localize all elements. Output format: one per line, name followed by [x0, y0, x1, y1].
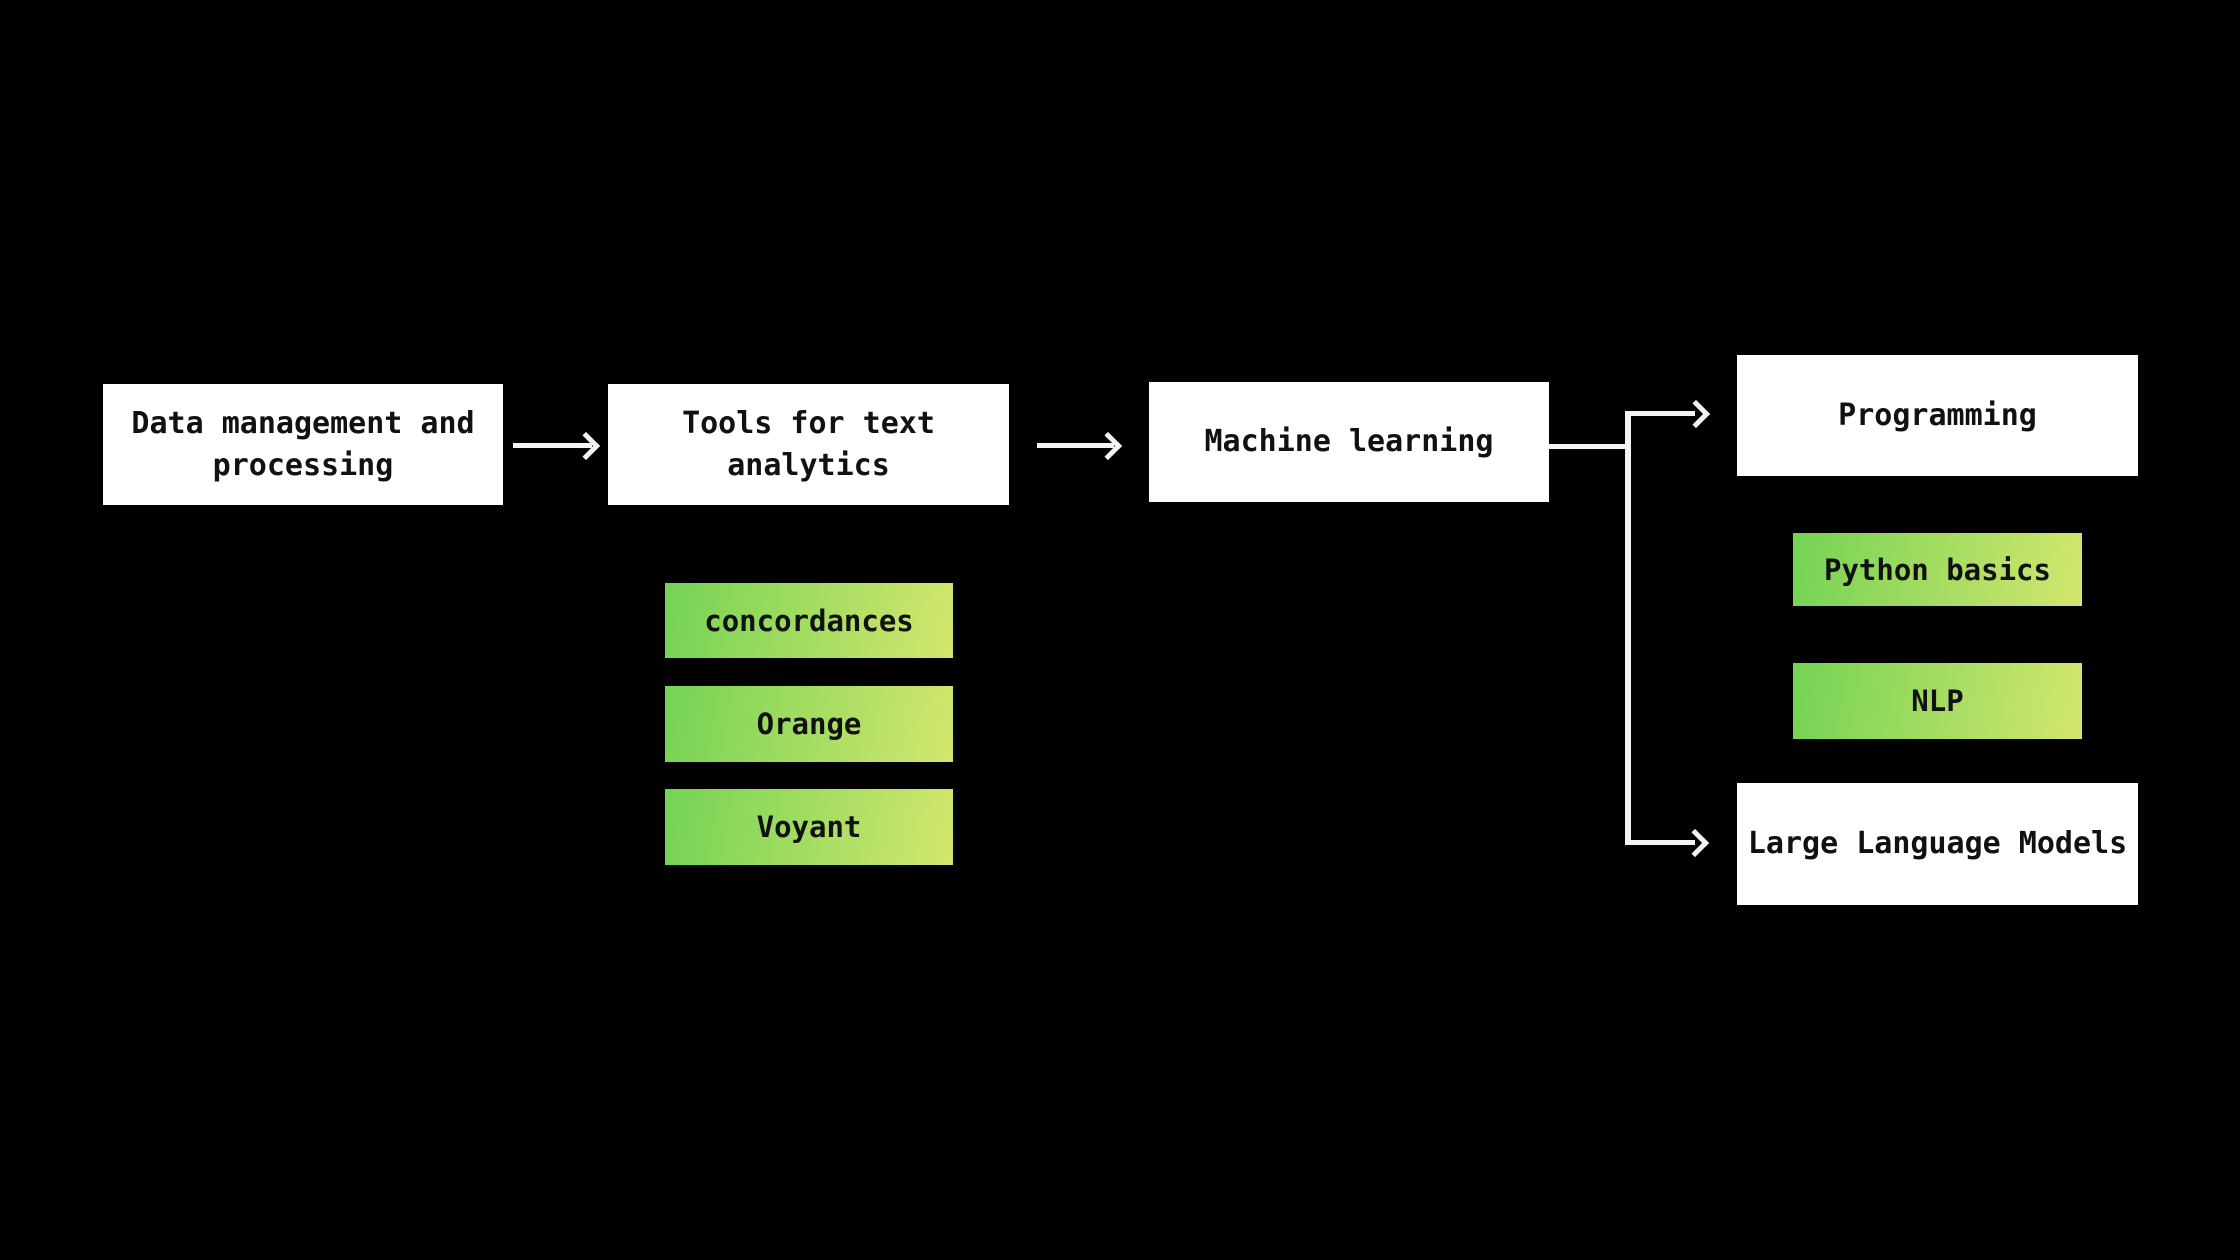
node-nlp: NLP [1793, 663, 2082, 739]
node-concordances: concordances [665, 583, 953, 658]
node-machine-learning: Machine learning [1149, 382, 1549, 502]
connector-datamgmt-tools-shaft [513, 443, 592, 448]
arrow-right-icon [1093, 431, 1123, 461]
node-programming: Programming [1737, 355, 2138, 476]
connector-spine-llm-shaft [1625, 840, 1695, 845]
connector-tools-ml-shaft [1037, 443, 1114, 448]
connector-ml-spine-stub [1549, 444, 1631, 449]
node-large-language-models: Large Language Models [1737, 783, 2138, 905]
arrow-right-icon [1681, 399, 1711, 429]
node-voyant: Voyant [665, 789, 953, 865]
node-data-management: Data management and processing [103, 384, 503, 505]
connector-branch-spine [1625, 411, 1631, 845]
node-tools-for-text-analytics: Tools for text analytics [608, 384, 1009, 505]
node-orange: Orange [665, 686, 953, 762]
connector-spine-programming-shaft [1625, 411, 1695, 416]
arrow-right-icon [571, 431, 601, 461]
node-python-basics: Python basics [1793, 533, 2082, 606]
arrow-right-icon [1680, 828, 1710, 858]
